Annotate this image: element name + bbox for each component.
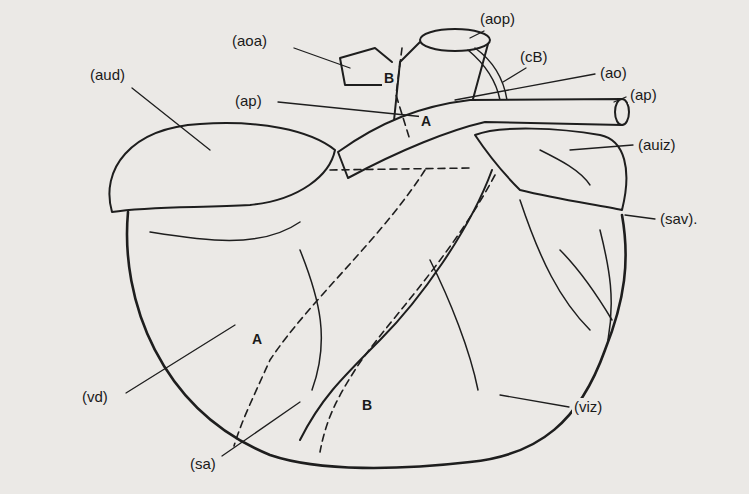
coronary-vessel — [300, 250, 321, 390]
section-letter: B — [360, 396, 374, 414]
leader-line — [278, 102, 425, 117]
atrium-detail — [540, 150, 590, 185]
part-label: (cB) — [518, 48, 550, 66]
leader-line — [455, 74, 595, 100]
leader-line — [614, 97, 626, 102]
leader-line — [126, 325, 235, 393]
aorta-opening — [420, 29, 490, 51]
leader-line — [625, 215, 655, 219]
leader-line — [222, 402, 300, 456]
part-label: (aop) — [478, 10, 517, 28]
leader-line — [503, 68, 526, 82]
part-label: (ao) — [598, 64, 629, 82]
part-label: (aoa) — [230, 32, 269, 50]
part-label: (sav). — [658, 210, 700, 228]
section-letter: A — [419, 112, 433, 130]
section-line-b — [396, 48, 410, 140]
leader-line — [132, 88, 210, 150]
part-label: (ap) — [233, 92, 264, 110]
part-label: (auiz) — [636, 136, 678, 154]
leader-line — [570, 145, 633, 150]
leader-line — [470, 31, 484, 38]
right-atrium — [109, 123, 335, 212]
leader-line — [500, 395, 569, 407]
coronary-vessel — [600, 230, 611, 340]
coronary-vessel — [150, 222, 300, 241]
part-label: (aud) — [88, 66, 127, 84]
left-atrium — [475, 129, 626, 210]
part-label: (vd) — [80, 388, 110, 406]
part-label: (viz) — [572, 398, 604, 416]
section-letter: A — [250, 330, 264, 348]
section-letter: B — [382, 69, 396, 87]
part-label: (ap) — [628, 86, 659, 104]
pulmonary-opening — [615, 99, 629, 125]
section-line-a — [330, 168, 470, 170]
part-label: (sa) — [188, 455, 218, 473]
coronary-vessel — [520, 200, 590, 330]
section-line-a — [234, 170, 425, 446]
coronary-vessel — [475, 48, 507, 100]
coronary-vessel — [430, 260, 478, 390]
leader-line — [294, 48, 350, 68]
section-line-b — [320, 175, 495, 452]
coronary-vessel — [560, 250, 612, 320]
